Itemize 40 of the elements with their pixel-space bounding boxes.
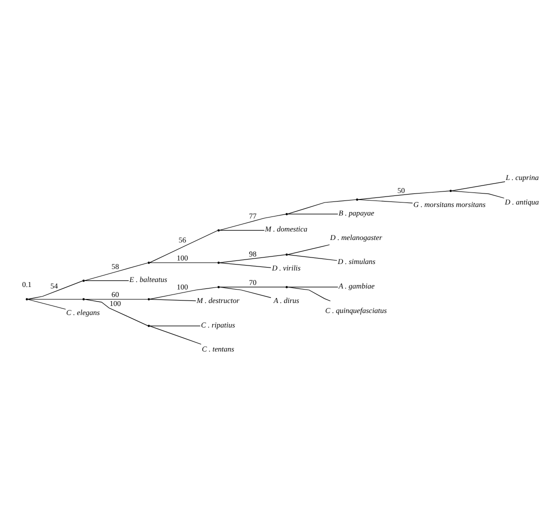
node-point [218, 261, 220, 264]
node-point [286, 253, 288, 256]
connector [451, 180, 506, 191]
connector [287, 244, 330, 254]
node-point [148, 298, 150, 300]
connector [28, 298, 66, 310]
node-point [286, 285, 288, 288]
node-point [218, 285, 220, 288]
node-point [148, 324, 150, 327]
connector [84, 280, 130, 281]
connector [150, 262, 218, 263]
connector [84, 262, 148, 280]
connector [287, 254, 338, 260]
connector [287, 198, 356, 214]
connector [358, 190, 450, 200]
connector [219, 262, 272, 268]
connector [150, 325, 201, 326]
connector [84, 298, 148, 300]
connector [28, 298, 84, 300]
connector [219, 254, 286, 262]
connector [358, 198, 413, 203]
connector [150, 325, 202, 344]
connector [219, 213, 286, 230]
node-point [82, 298, 85, 300]
node-point [218, 228, 220, 231]
node-point [356, 198, 358, 200]
node-point [148, 261, 150, 264]
node-point [82, 279, 85, 282]
connector [150, 230, 218, 262]
connector [287, 213, 338, 214]
connector [451, 190, 504, 198]
connector [149, 286, 218, 299]
node-point [450, 189, 452, 192]
connector [28, 280, 84, 299]
connector [219, 286, 272, 298]
node-point [26, 298, 28, 300]
connector [150, 298, 196, 301]
connector [84, 298, 148, 326]
connector [287, 286, 331, 301]
node-point [286, 212, 288, 215]
